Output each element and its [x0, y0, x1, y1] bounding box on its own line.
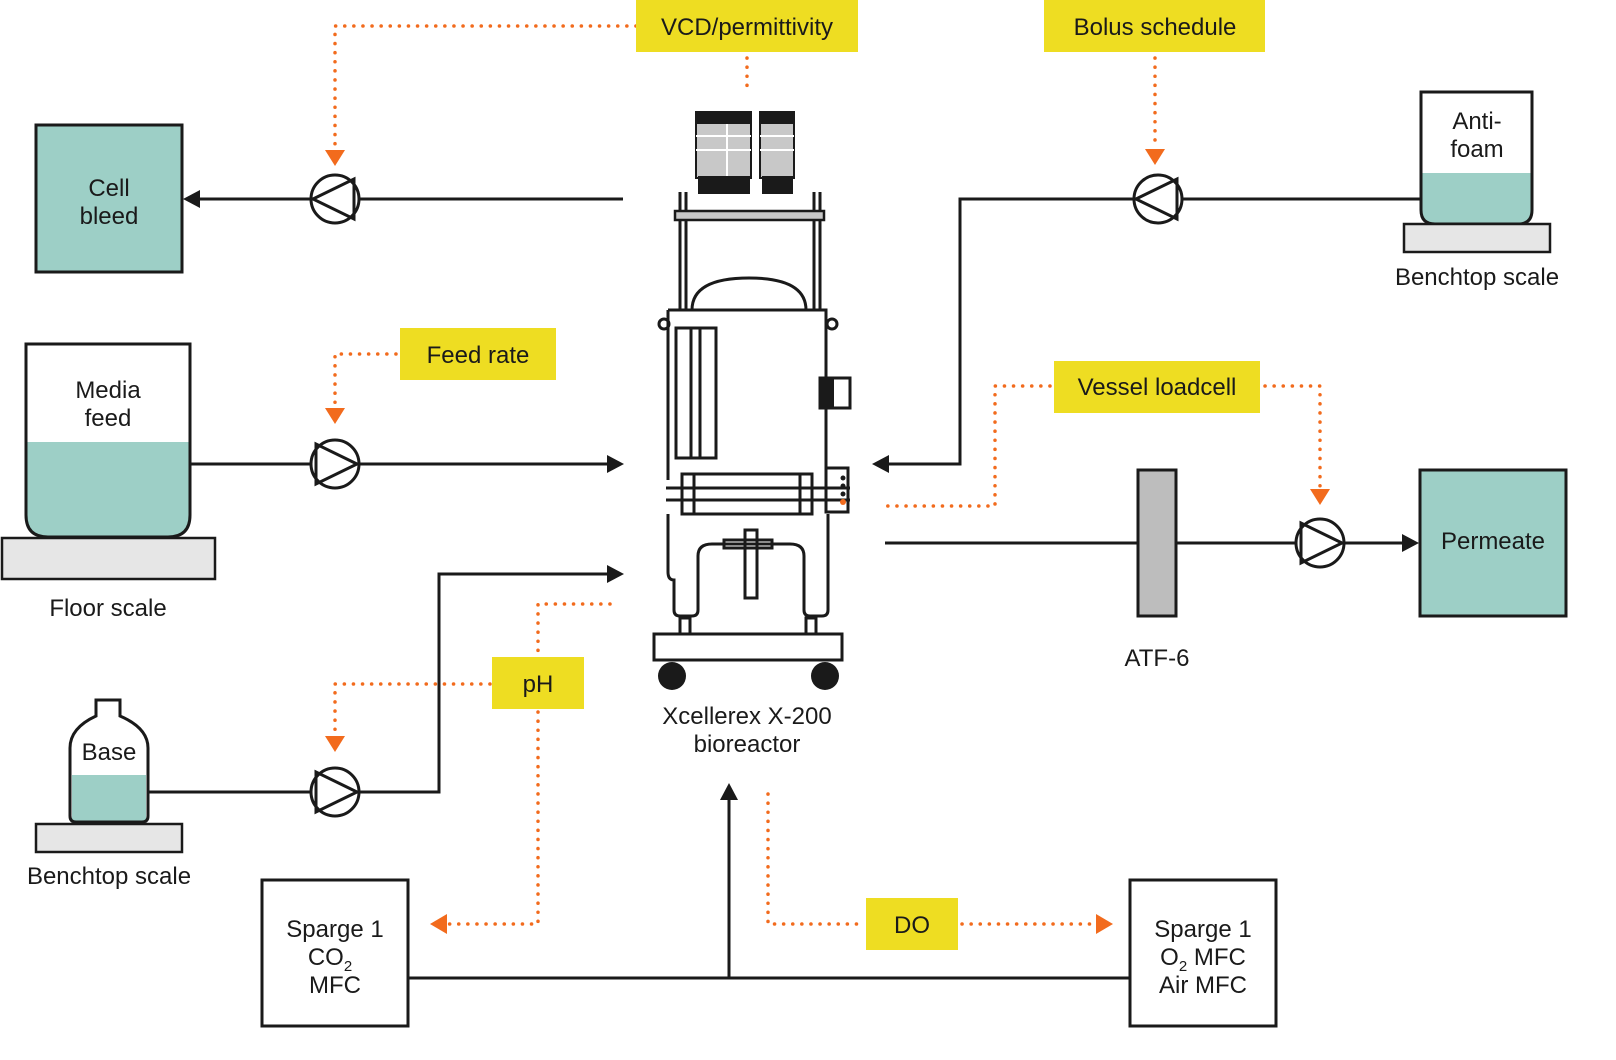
permeate-vessel: Permeate: [1418, 468, 1568, 618]
svg-text:Base: Base: [82, 739, 137, 766]
tag-ph-label: pH: [523, 671, 554, 698]
svg-text:Cell: Cell: [88, 175, 129, 202]
pump-base: [309, 766, 361, 818]
pump-permeate: [1294, 517, 1346, 569]
base-vessel: Base Benchtop scale: [27, 698, 191, 890]
antifoam-scale-label: Benchtop scale: [1395, 264, 1559, 291]
pump-cell-bleed: [309, 173, 361, 225]
svg-text:ATF-6: ATF-6: [1125, 645, 1190, 672]
svg-text:bioreactor: bioreactor: [694, 731, 801, 758]
svg-text:CO2: CO2: [308, 944, 352, 975]
media-feed-vessel: Media feed Floor scale: [0, 342, 217, 622]
tag-do-label: DO: [894, 912, 930, 939]
tag-feed-rate-label: Feed rate: [427, 342, 530, 369]
bioreactor-label: Xcellerex X-200: [662, 703, 831, 730]
svg-text:Permeate: Permeate: [1441, 528, 1545, 555]
cell-bleed-vessel: Cell bleed: [34, 123, 184, 274]
bioreactor: Xcellerex X-200 bioreactor: [652, 111, 852, 758]
tag-bolus: Bolus schedule: [1044, 0, 1265, 52]
tag-do: DO: [866, 898, 958, 950]
pump-media-feed: [309, 438, 361, 490]
antifoam-vessel: Anti- foam Benchtop scale: [1395, 90, 1559, 291]
atf-filter: ATF-6: [1125, 468, 1190, 672]
svg-text:foam: foam: [1450, 136, 1503, 163]
base-scale: [34, 822, 184, 854]
co2-mfc: Sparge 1 CO2 MFC: [260, 878, 410, 1028]
svg-text:bleed: bleed: [80, 203, 139, 230]
signal-lines: [325, 24, 1330, 934]
tag-loadcell-label: Vessel loadcell: [1078, 374, 1237, 401]
tag-vcd-label: VCD/permittivity: [661, 14, 833, 41]
base-scale-label: Benchtop scale: [27, 863, 191, 890]
tag-ph: pH: [492, 657, 584, 709]
floor-scale-label: Floor scale: [49, 595, 166, 622]
floor-scale: [0, 536, 217, 581]
flow-lines: [148, 190, 1420, 980]
antifoam-scale: [1402, 222, 1552, 254]
svg-text:Anti-: Anti-: [1452, 108, 1501, 135]
tag-vcd: VCD/permittivity: [636, 0, 858, 52]
svg-text:Air MFC: Air MFC: [1159, 972, 1247, 999]
tag-bolus-label: Bolus schedule: [1074, 14, 1237, 41]
svg-text:feed: feed: [85, 405, 132, 432]
svg-text:O2 MFC: O2 MFC: [1160, 944, 1246, 975]
svg-text:Sparge 1: Sparge 1: [286, 916, 383, 943]
o2-mfc: Sparge 1 O2 MFC Air MFC: [1128, 878, 1278, 1028]
svg-text:Sparge 1: Sparge 1: [1154, 916, 1251, 943]
tag-feed-rate: Feed rate: [400, 328, 556, 380]
svg-text:MFC: MFC: [309, 972, 361, 999]
pump-antifoam: [1132, 173, 1184, 225]
tag-loadcell: Vessel loadcell: [1054, 361, 1260, 413]
svg-text:Media: Media: [75, 377, 141, 404]
